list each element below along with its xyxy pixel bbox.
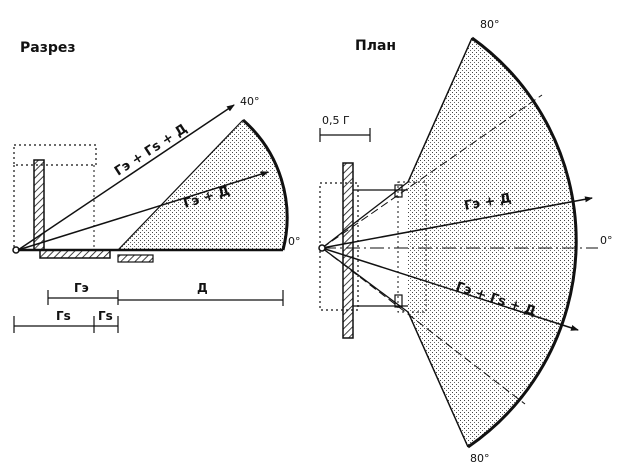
- plan-title: План: [355, 38, 396, 54]
- plan-angle-top: 80°: [480, 18, 500, 31]
- plan-near-stipple: [408, 182, 436, 312]
- section-coverage-outline: [117, 119, 244, 251]
- plan-ray-low: [321, 247, 579, 331]
- section-angle-top: 40°: [240, 95, 260, 108]
- plan-dashed-rays: [321, 94, 543, 405]
- section-dim-gt: Гs: [98, 309, 113, 323]
- plan-wall: [342, 162, 354, 339]
- plan-bracket-bottom: [394, 294, 403, 308]
- plan-coverage-sector: [408, 38, 577, 447]
- section-coverage-fan: [118, 120, 288, 250]
- plan-angle-zero: 0°: [600, 234, 613, 247]
- section-view: Разрез 40° 0° Гэ + Гs + Д Гэ + Д: [12, 40, 301, 333]
- section-ray-upper-label: Гэ + Гs + Д: [112, 121, 190, 179]
- plan-origin-point: [318, 244, 326, 252]
- section-ray-lower: [17, 171, 269, 251]
- plan-sector-edges: [407, 37, 473, 448]
- section-title: Разрез: [20, 40, 76, 56]
- section-angle-zero: 0°: [288, 235, 301, 248]
- section-dimensions: [13, 290, 284, 333]
- section-ray-upper: [17, 104, 235, 251]
- plan-scale-label: 0,5 Г: [322, 114, 350, 127]
- section-camera-outline: [13, 144, 97, 166]
- plan-sector-arc: [467, 36, 578, 449]
- plan-bracket-top: [394, 184, 403, 198]
- section-dim-gs: Гs: [56, 309, 71, 323]
- plan-angle-bottom: 80°: [470, 452, 490, 465]
- section-floor-right: [117, 254, 154, 263]
- plan-view: План 0,5 Г: [318, 18, 613, 465]
- plan-ray-mid: [321, 196, 593, 249]
- section-arc: [242, 118, 289, 251]
- plan-scale-bar: [319, 128, 371, 142]
- plan-inner-outline: [397, 181, 427, 313]
- section-dim-ge: Гэ: [74, 281, 89, 295]
- plan-solid-rays: [321, 181, 409, 313]
- section-dim-d: Д: [197, 281, 208, 295]
